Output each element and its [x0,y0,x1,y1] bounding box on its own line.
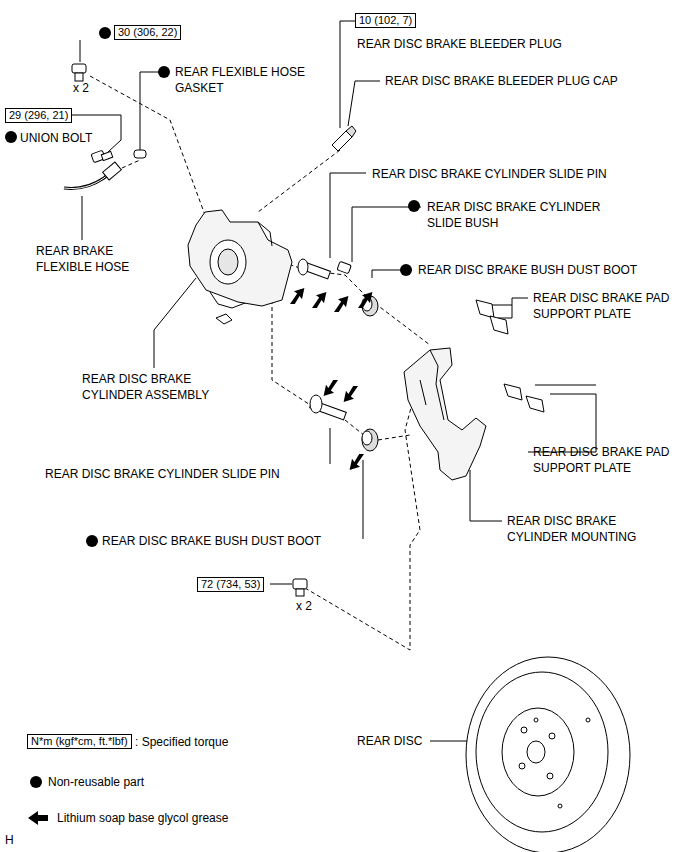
part-name: REAR DISC BRAKE CYLINDER SLIDE BUSH [427,199,632,231]
part-name: REAR BRAKE FLEXIBLE HOSE [36,243,148,275]
torque-box: 10 (102, 7) [355,13,416,28]
leader-lines [71,21,596,741]
part-name: REAR DISC BRAKE PAD SUPPORT PLATE [533,444,675,476]
part-name: REAR DISC BRAKE BUSH DUST BOOT [102,533,321,549]
torque-box: 29 (296, 21) [5,108,72,123]
part-name: REAR DISC BRAKE CYLINDER SLIDE PIN [372,166,607,182]
legend-grease-sample [28,811,48,825]
part-name: REAR DISC BRAKE BLEEDER PLUG [357,36,562,52]
callout-text: x 2 [296,598,312,614]
legend-text: Non-reusable part [48,774,144,790]
torque-box: 30 (306, 22) [114,25,181,40]
torque-value: 10 (102, 7) [359,14,412,26]
part-name: REAR DISC BRAKE BLEEDER PLUG CAP [385,73,618,89]
torque-box: 72 (734, 53) [197,577,264,592]
assembly-lines [90,76,430,650]
part-name: REAR DISC BRAKE BUSH DUST BOOT [418,262,637,278]
grease-marks [290,288,372,470]
torque-box: N*m (kgf*cm, ft.*lbf) [27,734,132,749]
legend-text: Lithium soap base glycol grease [57,810,228,826]
torque-value: 72 (734, 53) [201,578,260,590]
non-reusable-dots [5,27,420,788]
torque-value: N*m (kgf*cm, ft.*lbf) [31,735,128,747]
callout-text: x 2 [73,80,89,96]
part-name: UNION BOLT [20,130,92,146]
torque-value: 29 (296, 21) [9,109,68,121]
part-name: REAR DISC BRAKE CYLINDER SLIDE PIN [45,466,280,482]
torque-value: 30 (306, 22) [118,26,177,38]
part-name: REAR DISC BRAKE CYLINDER MOUNTING [507,513,659,545]
callout-text: H [5,832,14,848]
part-name: REAR DISC [357,733,422,749]
part-name: REAR DISC BRAKE CYLINDER ASSEMBLY [82,371,224,403]
legend-text: : Specified torque [135,734,228,750]
part-name: REAR FLEXIBLE HOSE GASKET [175,64,330,96]
part-name: REAR DISC BRAKE PAD SUPPORT PLATE [533,290,675,322]
